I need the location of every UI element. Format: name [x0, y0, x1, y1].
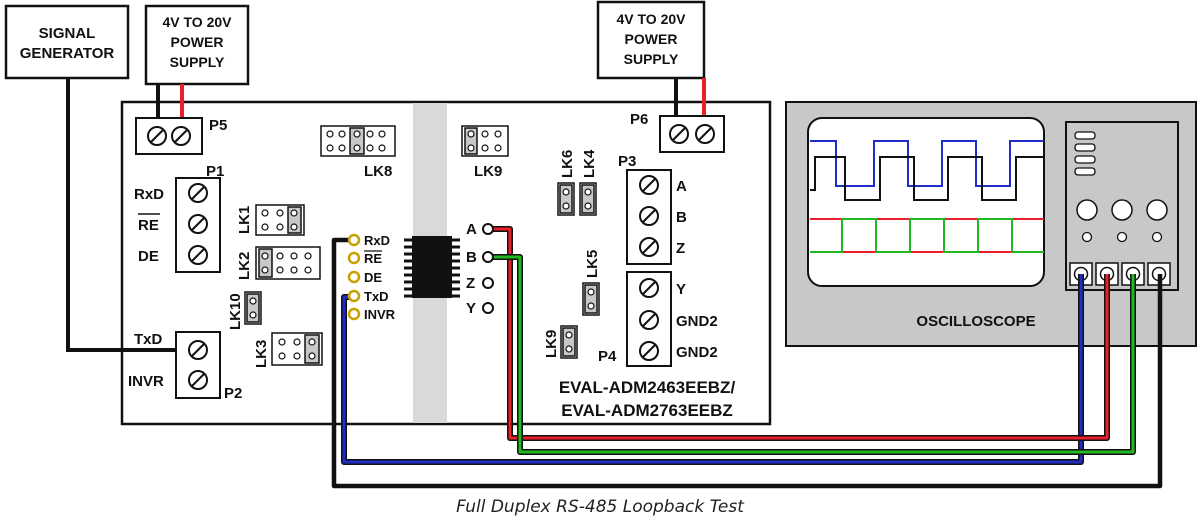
- scope-small-knob: [1116, 231, 1128, 243]
- wire-txd-blue: [342, 274, 1083, 464]
- label-p5: P5: [209, 117, 227, 134]
- p4-pin-y: Y: [676, 281, 686, 298]
- label-lk4: LK4: [581, 149, 598, 178]
- ic-pin-b: B: [466, 249, 477, 266]
- figure-caption: Full Duplex RS-485 Loopback Test: [456, 497, 745, 517]
- waveform-red: [810, 218, 1044, 253]
- ic-pin-z: Z: [466, 275, 475, 292]
- jumper-lk4: [579, 182, 597, 216]
- terminal-p4: [626, 271, 672, 367]
- p1-pin-de: DE: [138, 248, 159, 265]
- label-lk2: LK2: [236, 252, 253, 280]
- oscilloscope-screen: [807, 117, 1045, 287]
- waveform-blue: [810, 140, 1044, 187]
- label-lk5: LK5: [584, 250, 601, 278]
- p2-pin-txd: TxD: [134, 331, 163, 348]
- test-points-left: [347, 233, 361, 321]
- wire-rxd-black: [331, 237, 1163, 489]
- p3-pin-b: B: [676, 209, 687, 226]
- signal-generator-label-2: GENERATOR: [20, 45, 115, 62]
- scope-small-knob: [1081, 231, 1093, 243]
- supply-left-line-1: 4V TO 20V: [162, 14, 232, 30]
- scope-menu-button: [1074, 155, 1096, 164]
- p4-pin-gnd2-b: GND2: [676, 344, 718, 361]
- terminal-p1: [175, 177, 221, 273]
- supply-left-line-2: POWER: [171, 34, 224, 50]
- terminal-p5: [135, 117, 203, 155]
- wire-b-green: [489, 255, 1135, 454]
- jumper-lk10: [244, 291, 262, 325]
- jumper-lk8: [320, 125, 396, 157]
- scope-knob: [1111, 199, 1133, 221]
- label-p6: P6: [630, 111, 648, 128]
- label-p4: P4: [598, 348, 617, 365]
- supply-right-line-1: 4V TO 20V: [616, 11, 686, 27]
- p2-pin-invr: INVR: [128, 373, 164, 390]
- oscilloscope-label: OSCILLOSCOPE: [916, 313, 1035, 330]
- label-p2: P2: [224, 385, 242, 402]
- scope-menu-button: [1074, 131, 1096, 140]
- ic-pin-re: RE: [364, 251, 382, 266]
- label-lk9-top: LK9: [474, 163, 502, 180]
- p4-pin-gnd2-a: GND2: [676, 313, 718, 330]
- test-points-right: [482, 223, 494, 314]
- jumper-lk6: [557, 182, 575, 216]
- label-p1: P1: [206, 163, 224, 180]
- jumper-lk9-top: [461, 125, 509, 157]
- jumper-lk5: [582, 282, 600, 316]
- supply-right-line-2: POWER: [625, 31, 678, 47]
- wire-a-red: [489, 227, 1109, 440]
- p1-pin-re: RE: [138, 217, 159, 234]
- supply-left-line-3: SUPPLY: [170, 54, 225, 70]
- terminal-p6: [659, 115, 725, 153]
- ic-pin-txd: TxD: [364, 289, 389, 304]
- supply-right-line-3: SUPPLY: [624, 51, 679, 67]
- ic-pin-de: DE: [364, 270, 382, 285]
- p1-pin-rxd: RxD: [134, 186, 164, 203]
- power-supply-right: 4V TO 20V POWER SUPPLY: [596, 0, 706, 80]
- label-lk8: LK8: [364, 163, 392, 180]
- board-name-line-2: EVAL-ADM2763EEBZ: [561, 401, 733, 420]
- label-lk3: LK3: [253, 340, 270, 368]
- scope-knob: [1146, 199, 1168, 221]
- label-lk10: LK10: [227, 293, 244, 330]
- board-name-line-1: EVAL-ADM2463EEBZ/: [559, 378, 736, 397]
- scope-knob: [1076, 199, 1098, 221]
- scope-menu-button: [1074, 143, 1096, 152]
- label-lk6: LK6: [559, 150, 576, 178]
- terminal-p2: [175, 331, 221, 399]
- p3-pin-a: A: [676, 178, 687, 195]
- waveform-black: [810, 156, 1044, 201]
- power-supply-left: 4V TO 20V POWER SUPPLY: [144, 4, 250, 86]
- jumper-lk2: [255, 246, 321, 280]
- jumper-lk1: [255, 204, 305, 236]
- ic-pin-a: A: [466, 221, 477, 238]
- ic-pin-y: Y: [466, 300, 476, 317]
- label-lk1: LK1: [236, 206, 253, 234]
- scope-small-knob: [1151, 231, 1163, 243]
- p3-pin-z: Z: [676, 240, 685, 257]
- isolator-ic: [404, 236, 460, 298]
- ic-pin-invr: INVR: [364, 307, 396, 322]
- signal-generator-box: SIGNAL GENERATOR: [4, 4, 130, 80]
- waveform-green: [810, 218, 1044, 253]
- label-p3: P3: [618, 153, 636, 170]
- terminal-p3: [626, 169, 672, 265]
- wire-signal-generator-to-txd: [66, 78, 185, 352]
- jumper-lk9-lower: [560, 325, 578, 359]
- scope-menu-button: [1074, 167, 1096, 176]
- oscilloscope: OSCILLOSCOPE: [785, 101, 1197, 347]
- signal-generator-label-1: SIGNAL: [39, 25, 96, 42]
- label-lk9-lower: LK9: [543, 330, 560, 358]
- ic-pin-rxd: RxD: [364, 233, 390, 248]
- jumper-lk3: [271, 332, 323, 366]
